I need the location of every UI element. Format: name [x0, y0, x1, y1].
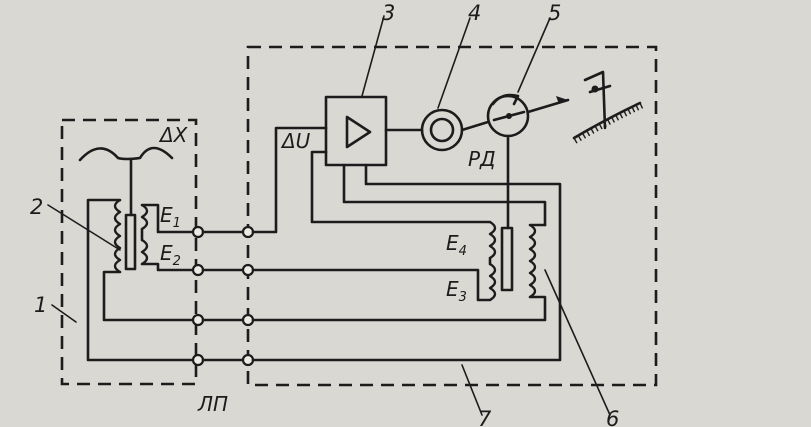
label-delta-u: ΔU	[280, 129, 311, 153]
scale-ticks	[573, 102, 644, 144]
label-delta-x: ΔX	[158, 123, 189, 147]
callout-4: 4	[468, 1, 481, 25]
displacement-waveform	[78, 146, 174, 162]
wire-amp-return	[251, 163, 562, 362]
scale-tick	[581, 132, 587, 139]
leader-4	[437, 17, 471, 109]
cam-pivot	[506, 113, 512, 119]
label-lp: ЛП	[197, 392, 228, 416]
winding-e1	[140, 203, 149, 231]
shaft-motor-cam	[460, 120, 490, 132]
callout-3: 3	[382, 1, 395, 25]
pointer-pivot	[591, 85, 599, 93]
wire-amp-to-e4	[310, 150, 492, 224]
wire-e3-return	[251, 268, 492, 302]
leader-1	[51, 304, 77, 323]
terminal-left-4	[191, 353, 205, 367]
scale-tick	[635, 104, 640, 111]
terminal-right-1	[241, 225, 255, 239]
scale-tick	[610, 116, 616, 123]
wire-e2	[140, 262, 200, 272]
motor-inner-ring	[429, 117, 455, 143]
winding-e3	[488, 262, 497, 302]
scale-tick	[586, 130, 591, 137]
amplifier-block	[324, 95, 388, 167]
leader-5	[517, 17, 551, 93]
scale-tick	[615, 114, 620, 121]
wire-winding6-bottom	[251, 295, 547, 322]
terminal-left-2	[191, 263, 205, 277]
pointer-arrow-icon	[556, 96, 568, 104]
label-e2: E2	[160, 241, 181, 269]
leader-6	[544, 269, 611, 416]
scale-tick	[598, 123, 603, 130]
motor-outer-ring	[420, 108, 464, 152]
label-e4: E4	[446, 231, 467, 259]
secondary-device-enclosure	[246, 45, 658, 387]
sensor-enclosure	[60, 118, 198, 386]
leader-7	[461, 364, 483, 416]
scale-tick	[606, 118, 611, 125]
winding-e2	[140, 238, 149, 266]
secondary-primary-winding	[528, 223, 537, 299]
callout-6: 6	[606, 407, 619, 427]
label-e1: E1	[160, 203, 181, 231]
winding-e4	[488, 220, 497, 260]
scale-tick	[631, 106, 636, 113]
terminal-right-2	[241, 263, 255, 277]
scale-tick	[590, 127, 595, 134]
callout-5: 5	[548, 1, 561, 25]
terminal-right-3	[241, 313, 255, 327]
plunger-core	[124, 213, 137, 271]
scale-tick	[573, 137, 578, 144]
wire-e1	[140, 203, 200, 234]
cam-profile	[491, 93, 520, 106]
scale-pointer	[583, 70, 607, 130]
label-e3: E3	[446, 277, 467, 305]
terminal-left-1	[191, 225, 205, 239]
terminal-left-3	[191, 313, 205, 327]
callout-7: 7	[478, 407, 492, 427]
secondary-plunger-core	[500, 226, 514, 292]
callout-2: 2	[30, 195, 43, 219]
terminal-right-4	[241, 353, 255, 367]
scale-tick	[577, 135, 582, 142]
amplifier-symbol-icon	[345, 115, 372, 149]
label-rd: РД	[468, 147, 496, 171]
wire-delta-u-input	[251, 126, 328, 234]
callout-1: 1	[34, 293, 47, 317]
sensor-primary-winding	[113, 198, 122, 274]
scale-tick	[627, 108, 632, 115]
scale-arc	[572, 101, 642, 140]
wire-primary-upper	[86, 198, 200, 362]
wire-primary-lower	[102, 270, 200, 322]
scale-tick	[623, 110, 628, 117]
leader-2	[47, 204, 121, 251]
leader-3	[361, 15, 385, 97]
wire-amp-to-winding6	[342, 163, 547, 227]
scale-tick	[639, 102, 644, 109]
scale-tick	[619, 112, 624, 119]
scale-tick	[594, 125, 599, 132]
